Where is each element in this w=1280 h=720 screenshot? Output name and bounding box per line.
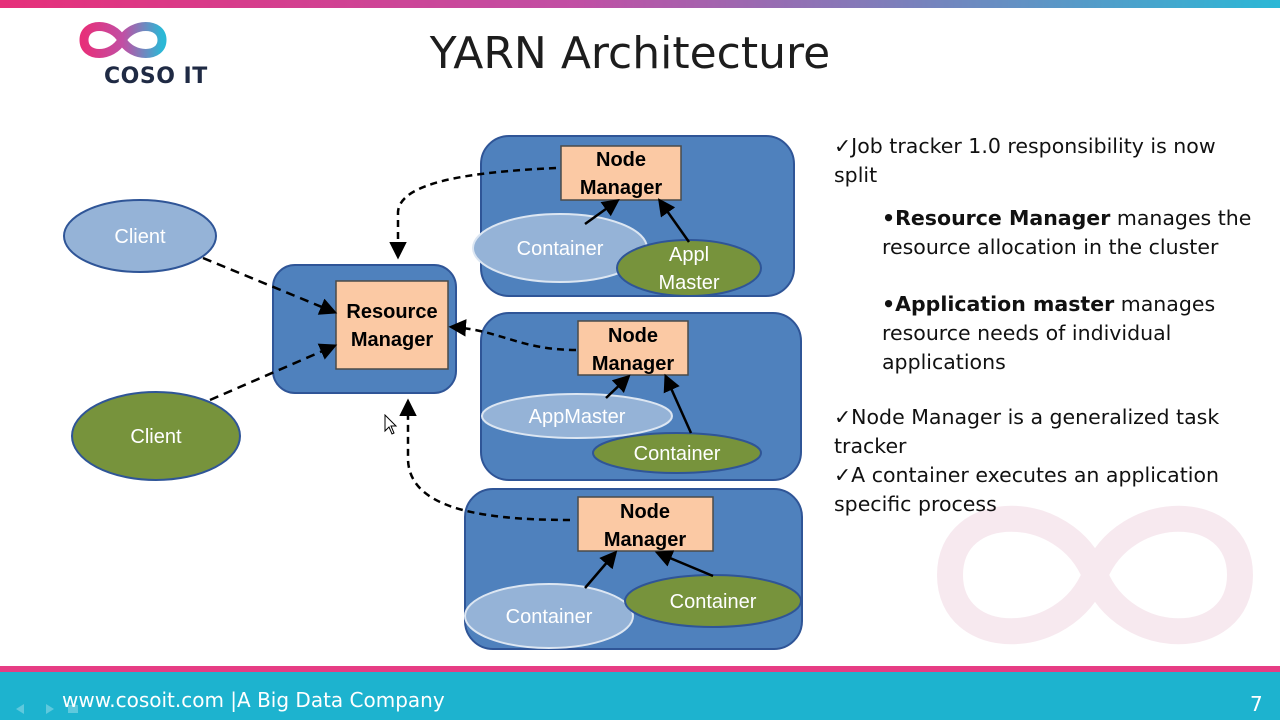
resource-manager-line1: Resource <box>346 301 437 323</box>
node-manager-1-line2: Manager <box>580 177 662 199</box>
slide-nav-arrows-icon[interactable] <box>6 702 86 716</box>
bullet-job-tracker: ✓Job tracker 1.0 responsibility is now s… <box>834 134 1216 187</box>
client-ellipse-1 <box>63 199 217 273</box>
arrow-container-to-nm-1 <box>584 198 620 226</box>
container-label-2: Container <box>634 443 721 465</box>
dashed-arrow-nm2-to-rm <box>448 319 577 352</box>
container-label-1: Container <box>517 238 604 260</box>
appmaster-ellipse <box>481 393 673 439</box>
appl-master-line2: Master <box>658 272 719 294</box>
arrow-container-to-nm-3a <box>584 550 618 589</box>
bullet-resource-manager-rest: manages the resource allocation in the c… <box>882 206 1252 259</box>
footer-bar: www.cosoit.com |A Big Data Company 7 <box>0 672 1280 720</box>
bullet-list: ✓Job tracker 1.0 responsibility is now s… <box>834 132 1264 519</box>
bullet-container: ✓A container executes an application spe… <box>834 463 1219 516</box>
top-accent-stripe <box>0 0 1280 8</box>
footer-pink-line <box>0 666 1280 672</box>
dashed-arrow-client1-to-rm <box>202 256 338 315</box>
mouse-cursor-icon <box>384 414 398 435</box>
client-ellipse-2 <box>71 391 241 481</box>
client-label-1: Client <box>114 226 166 248</box>
bullet-application-master-rest: manages resource needs of individual app… <box>882 292 1216 374</box>
node-manager-box-1 <box>560 145 682 201</box>
footer-company-text: www.cosoit.com |A Big Data Company <box>62 688 445 712</box>
infinity-logo-icon <box>79 22 167 58</box>
resource-manager-label-box <box>335 280 449 370</box>
arrow-container-to-nm-3b <box>654 550 714 578</box>
slide-footer: www.cosoit.com |A Big Data Company 7 <box>0 666 1280 720</box>
node-manager-1-line1: Node <box>596 149 646 171</box>
bullet-resource-manager-bold: •Resource Manager <box>882 206 1111 230</box>
arrow-appmaster-to-nm-2 <box>605 374 631 399</box>
node-manager-box-3 <box>577 496 714 552</box>
container-label-4: Container <box>670 591 757 613</box>
node-manager-2-line1: Node <box>608 325 658 347</box>
dashed-arrow-nm3-to-rm <box>399 398 571 522</box>
container-ellipse-3 <box>464 583 634 649</box>
arrow-container-to-nm-2 <box>663 373 693 434</box>
container-label-3: Container <box>506 606 593 628</box>
coso-it-logo: COSO IT <box>74 12 207 92</box>
resource-manager-line2: Manager <box>351 329 433 351</box>
bullet-application-master: •Application master manages resource nee… <box>834 290 1264 377</box>
infinity-watermark-icon <box>936 505 1254 645</box>
node-manager-2-line2: Manager <box>592 353 674 375</box>
bullet-node-manager: ✓Node Manager is a generalized task trac… <box>834 405 1220 458</box>
arrow-applmaster-to-nm-1 <box>657 198 691 243</box>
logo-text: COSO IT <box>104 64 208 89</box>
node-manager-3-line2: Manager <box>604 529 686 551</box>
bullet-application-master-bold: •Application master <box>882 292 1115 316</box>
container-ellipse-2 <box>592 432 762 474</box>
dashed-arrow-client2-to-rm <box>209 343 338 402</box>
appl-master-line1: Appl <box>669 244 709 266</box>
page-number: 7 <box>1250 692 1263 716</box>
appmaster-label: AppMaster <box>529 406 626 428</box>
node-manager-box-2 <box>577 320 689 376</box>
page-title: YARN Architecture <box>429 28 831 79</box>
slide-header <box>0 8 1280 96</box>
client-label-2: Client <box>130 426 182 448</box>
node-manager-3-line1: Node <box>620 501 670 523</box>
bullet-resource-manager: •Resource Manager manages the resource a… <box>834 204 1264 262</box>
